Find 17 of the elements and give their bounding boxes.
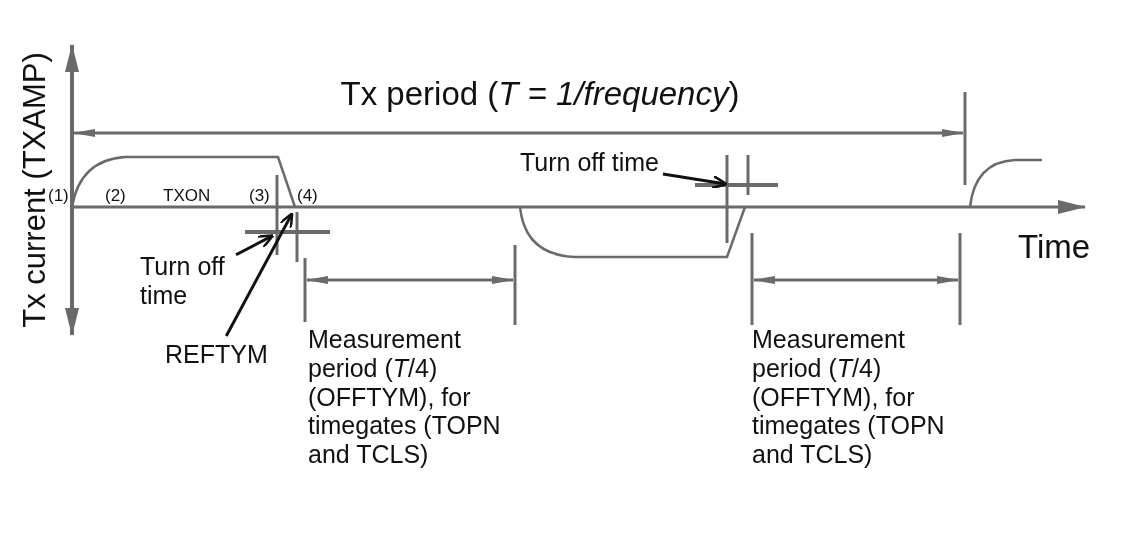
callout-text: REFTYM [165, 340, 268, 369]
phase-label: TXON [163, 186, 211, 206]
leader-line [224, 212, 294, 337]
point-label: (3) [249, 186, 270, 206]
point-label: (2) [105, 186, 126, 206]
turn-off-marker [245, 175, 330, 262]
annotation-text: Measurement period (T/4) (OFFTYM), for timegates (TOPN and TCLS) [752, 325, 946, 469]
annotation-text: Measurement period (T/4) (OFFTYM), for timegates (TOPN and TCLS) [308, 325, 502, 469]
axis-title: Time [1018, 228, 1091, 266]
turn-off-marker [695, 155, 778, 243]
point-label: (4) [297, 186, 318, 206]
leader-line [662, 172, 728, 190]
point-label: (1) [48, 186, 69, 206]
dimension-label: Tx period (T = 1/frequency) [339, 75, 741, 113]
leader-line [235, 234, 275, 257]
callout-text: Turn off time [520, 148, 659, 177]
callout-text: Turn off time [140, 252, 232, 310]
